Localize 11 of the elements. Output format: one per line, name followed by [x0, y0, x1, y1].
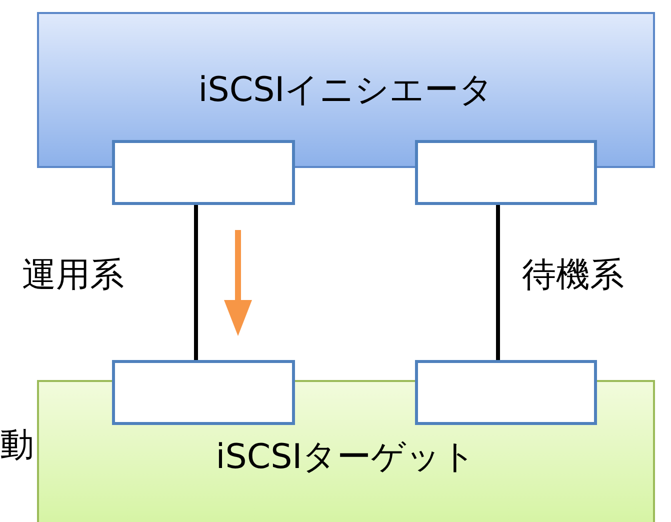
box-label: iSCSIターゲット — [216, 440, 476, 479]
port-box — [415, 140, 597, 205]
port-box — [415, 360, 597, 425]
box-label: iSCSIイニシエータ — [198, 73, 494, 107]
label: 待機系 — [522, 258, 624, 292]
label: 運用系 — [22, 258, 124, 292]
port-box — [112, 140, 295, 205]
connector-line — [194, 205, 198, 360]
connector-line — [496, 205, 500, 360]
port-box — [112, 360, 295, 425]
label: 動 — [0, 428, 34, 462]
